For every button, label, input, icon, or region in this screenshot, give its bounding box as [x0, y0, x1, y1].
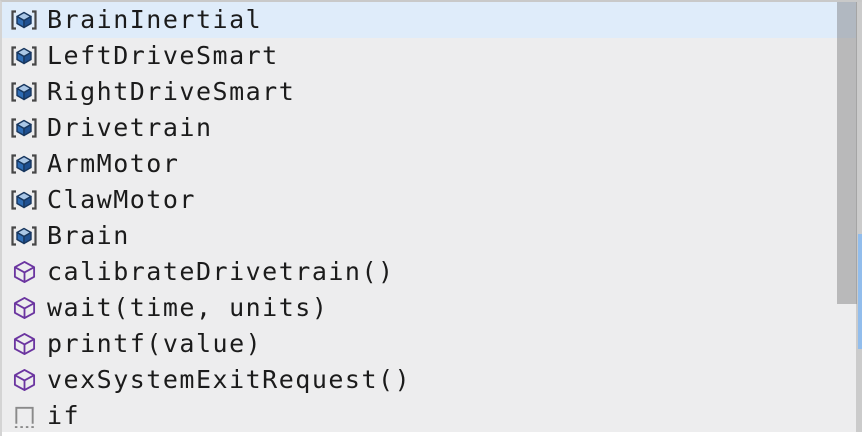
suggestion-label: LeftDriveSmart [47, 40, 279, 70]
suggestion-label: ArmMotor [47, 148, 180, 178]
suggestion-label: RightDriveSmart [47, 76, 296, 106]
variable-icon [11, 154, 37, 174]
suggestion-label: if [47, 400, 81, 430]
variable-icon [8, 78, 40, 106]
popup-bottom-edge [2, 432, 862, 436]
suggestion-item-variable[interactable]: Brain [2, 218, 856, 254]
variable-icon [11, 10, 37, 30]
scrollbar-thumb[interactable] [837, 2, 857, 304]
method-icon [8, 366, 40, 394]
method-icon [8, 330, 40, 358]
suggestion-label: ClawMotor [47, 184, 196, 214]
suggestion-item-variable[interactable]: RightDriveSmart [2, 74, 856, 110]
suggestion-label: Drivetrain [47, 112, 213, 142]
variable-icon [8, 6, 40, 34]
variable-icon [11, 82, 37, 102]
method-icon [8, 294, 40, 322]
method-icon [13, 260, 35, 284]
popup-right-border [856, 2, 862, 434]
suggestion-item-method[interactable]: wait(time, units) [2, 290, 856, 326]
variable-icon [8, 42, 40, 70]
background-accent-sliver [858, 234, 862, 349]
snippet-icon [14, 406, 35, 428]
method-icon [8, 258, 40, 286]
suggestion-label: calibrateDrivetrain() [47, 256, 395, 286]
suggestion-item-method[interactable]: vexSystemExitRequest() [2, 362, 856, 398]
suggestion-label: Brain [47, 220, 130, 250]
variable-icon [8, 150, 40, 178]
suggestion-item-variable[interactable]: BrainInertial [2, 2, 856, 38]
variable-icon [11, 226, 37, 246]
method-icon [13, 368, 35, 392]
suggestion-item-method[interactable]: calibrateDrivetrain() [2, 254, 856, 290]
suggestion-label: wait(time, units) [47, 292, 329, 322]
method-icon [13, 332, 35, 356]
suggestion-item-variable[interactable]: ClawMotor [2, 182, 856, 218]
variable-icon [11, 118, 37, 138]
suggestion-list: BrainInertial LeftDriveSmart RightDriveS… [2, 2, 856, 432]
variable-icon [8, 186, 40, 214]
snippet-icon [8, 402, 40, 430]
suggestion-label: printf(value) [47, 328, 263, 358]
suggestion-label: vexSystemExitRequest() [47, 364, 412, 394]
variable-icon [8, 222, 40, 250]
suggestion-item-snippet[interactable]: if [2, 398, 856, 432]
variable-icon [11, 190, 37, 210]
suggestion-item-variable[interactable]: Drivetrain [2, 110, 856, 146]
suggestion-item-method[interactable]: printf(value) [2, 326, 856, 362]
suggestion-item-variable[interactable]: ArmMotor [2, 146, 856, 182]
variable-icon [8, 114, 40, 142]
variable-icon [11, 46, 37, 66]
suggestion-label: BrainInertial [47, 4, 263, 34]
suggestion-item-variable[interactable]: LeftDriveSmart [2, 38, 856, 74]
method-icon [13, 296, 35, 320]
